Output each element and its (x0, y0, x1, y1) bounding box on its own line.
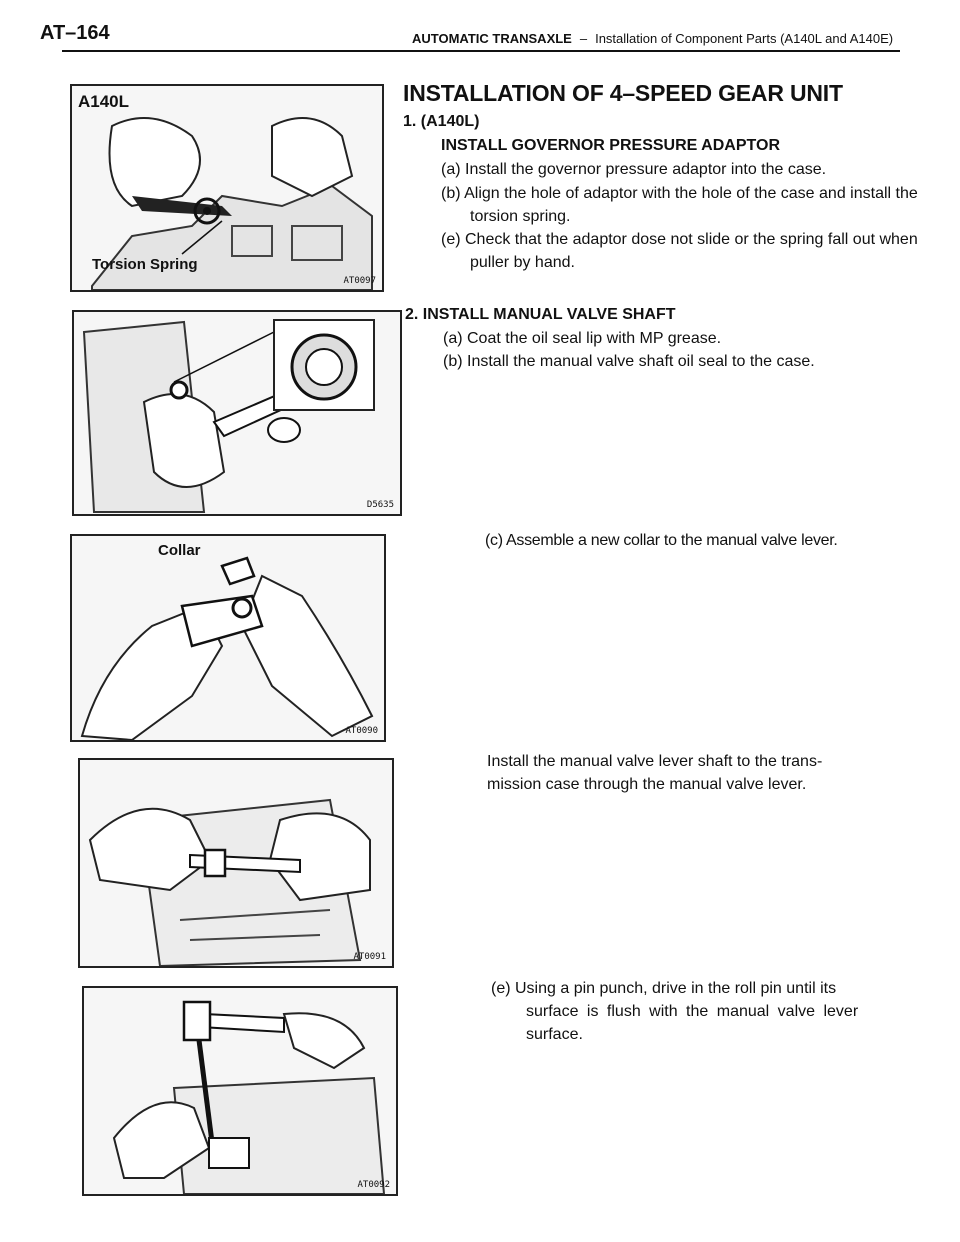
figure-label-a140l: A140L (78, 92, 130, 111)
figure-code: AT0097 (343, 276, 376, 286)
oil-seal-illustration (74, 312, 400, 514)
step2-e-line1: (e) Using a pin punch, drive in the roll… (491, 980, 837, 997)
step2-d-line2: mission case through the manual valve le… (487, 776, 807, 793)
step2-c: (c) Assemble a new collar to the manual … (485, 532, 838, 549)
step1-b: (b) Align the hole of adaptor with the h… (441, 185, 918, 202)
figure-oil-seal: D5635 (72, 310, 402, 516)
figure-code: D5635 (366, 500, 394, 510)
header-separator: – (579, 31, 588, 46)
step1-number: 1. (A140L) (403, 113, 480, 130)
step2-heading: 2. INSTALL MANUAL VALVE SHAFT (405, 306, 676, 323)
figure-lever-shaft: AT0091 (78, 758, 394, 968)
figure-governor-adaptor: A140L Torsion Spring AT0097 (70, 84, 384, 292)
page-number: AT–164 (40, 22, 110, 44)
collar-illustration (72, 536, 384, 740)
page-title: INSTALLATION OF 4–SPEED GEAR UNIT (403, 80, 843, 106)
step2-d-line1: Install the manual valve lever shaft to … (487, 753, 823, 770)
callout-torsion-spring: Torsion Spring (92, 256, 198, 273)
step1-b-cont: torsion spring. (470, 208, 571, 225)
callout-collar: Collar (158, 542, 201, 559)
step2-e-line3: surface. (526, 1026, 583, 1043)
figure-roll-pin: AT0092 (82, 986, 398, 1196)
roll-pin-illustration (84, 988, 396, 1194)
step2-a: (a) Coat the oil seal lip with MP grease… (443, 330, 722, 347)
figure-code: AT0092 (357, 1180, 390, 1190)
step2-b: (b) Install the manual valve shaft oil s… (443, 353, 815, 370)
step1-e-cont: puller by hand. (470, 254, 575, 271)
figure-code: AT0091 (353, 952, 386, 962)
section-title: AUTOMATIC TRANSAXLE (412, 31, 572, 46)
lever-shaft-illustration (80, 760, 392, 966)
figure-code: AT0090 (345, 726, 378, 736)
governor-adaptor-illustration (72, 86, 382, 290)
step1-heading: INSTALL GOVERNOR PRESSURE ADAPTOR (441, 137, 780, 154)
step1-a: (a) Install the governor pressure adapto… (441, 161, 827, 178)
figure-collar: Collar AT0090 (70, 534, 386, 742)
subsection-title: Installation of Component Parts (A140L a… (595, 31, 894, 46)
step1-e: (e) Check that the adaptor dose not slid… (441, 231, 918, 248)
step2-e-line2: surface is flush with the manual valve l… (526, 1003, 859, 1020)
running-header: AUTOMATIC TRANSAXLE–Installation of Comp… (412, 31, 893, 46)
header-rule (62, 50, 900, 52)
